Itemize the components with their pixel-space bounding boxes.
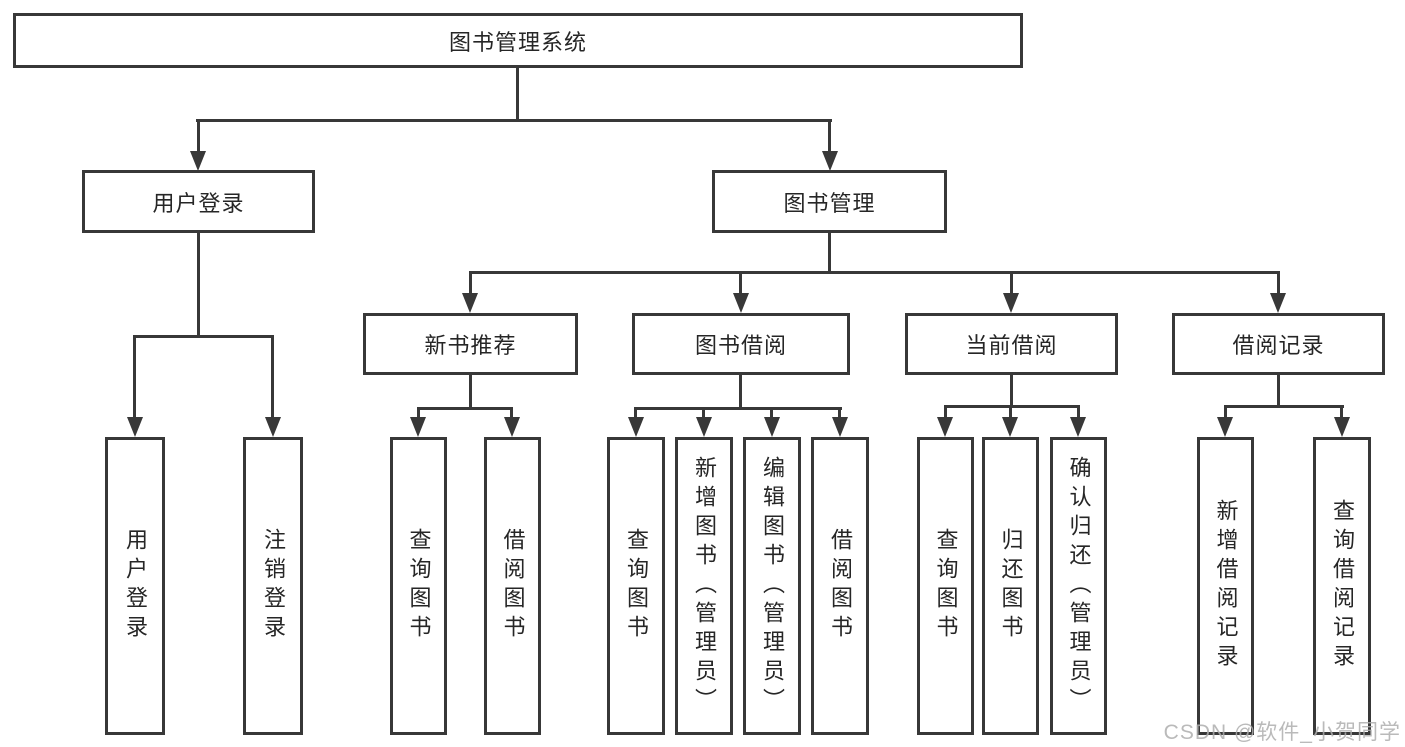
connector-user-login-hbar	[133, 335, 274, 338]
arrowhead-d1	[937, 417, 953, 437]
leaf-query-borrow-record: 查询借阅记录	[1313, 437, 1371, 735]
connector-book-borrow-riser	[739, 372, 742, 410]
leaf-query-book-1-label: 查询图书	[406, 528, 432, 644]
leaf-return-book: 归还图书	[982, 437, 1039, 735]
leaf-borrow-book-1: 借阅图书	[484, 437, 541, 735]
connector-user-login-riser	[197, 230, 200, 338]
node-root-label: 图书管理系统	[448, 29, 587, 55]
leaf-borrow-book-2-label: 借阅图书	[828, 528, 853, 644]
connector-drop-new-book-rec	[469, 271, 472, 297]
arrowhead-c1	[628, 417, 644, 437]
leaf-edit-book-admin: 编辑图书（管理员）	[743, 437, 801, 735]
arrowhead-c4	[832, 417, 848, 437]
arrowhead-c3	[764, 417, 780, 437]
leaf-borrow-book-1-label: 借阅图书	[500, 528, 526, 644]
leaf-user-login-label: 用户登录	[123, 528, 148, 644]
connector-root-riser	[516, 66, 519, 122]
connector-current-borrow-hbar	[944, 405, 1080, 408]
connector-borrow-record-hbar	[1224, 405, 1344, 408]
connector-drop-book-borrow	[739, 271, 742, 297]
connector-drop-user-login	[197, 119, 200, 155]
leaf-edit-book-admin-label: 编辑图书（管理员）	[760, 455, 785, 717]
leaf-query-book-3: 查询图书	[917, 437, 974, 735]
connector-drop-d3	[1077, 405, 1080, 421]
connector-drop-d1	[944, 405, 947, 421]
connector-drop-c3	[770, 407, 773, 421]
arrowhead-c2	[696, 417, 712, 437]
leaf-logout: 注销登录	[243, 437, 303, 735]
connector-drop-d2	[1009, 405, 1012, 421]
leaf-confirm-return-admin-label: 确认归还（管理员）	[1066, 455, 1092, 717]
node-current-borrow-label: 当前借阅	[965, 333, 1058, 358]
connector-book-mgmt-riser	[828, 230, 831, 274]
arrowhead-e2	[1334, 417, 1350, 437]
leaf-add-borrow-record-label: 新增借阅记录	[1213, 499, 1239, 673]
connector-drop-borrow-record	[1277, 271, 1280, 297]
leaf-add-borrow-record: 新增借阅记录	[1197, 437, 1254, 735]
leaf-query-book-1: 查询图书	[390, 437, 447, 735]
connector-new-book-rec-hbar	[417, 407, 513, 410]
node-new-book-rec: 新书推荐	[363, 313, 578, 375]
leaf-confirm-return-admin: 确认归还（管理员）	[1050, 437, 1107, 735]
arrowhead-user-login	[190, 151, 206, 171]
connector-drop-c1	[634, 407, 637, 421]
leaf-user-login: 用户登录	[105, 437, 165, 735]
node-book-mgmt-label: 图书管理	[783, 190, 876, 216]
node-book-borrow-label: 图书借阅	[694, 333, 787, 358]
arrowhead-leaf-login	[127, 417, 143, 437]
leaf-query-book-3-label: 查询图书	[933, 528, 959, 644]
arrowhead-d2	[1002, 417, 1018, 437]
connector-drop-e2	[1340, 405, 1343, 421]
arrowhead-current-borrow	[1003, 293, 1019, 313]
connector-current-borrow-riser	[1010, 372, 1013, 408]
arrowhead-borrow-record	[1270, 293, 1286, 313]
leaf-return-book-label: 归还图书	[998, 528, 1024, 644]
arrowhead-e1	[1217, 417, 1233, 437]
arrowhead-new-book-rec	[462, 293, 478, 313]
node-new-book-rec-label: 新书推荐	[424, 333, 517, 358]
node-current-borrow: 当前借阅	[905, 313, 1118, 375]
connector-drop-b2	[510, 407, 513, 421]
connector-drop-e1	[1224, 405, 1227, 421]
connector-book-mgmt-hbar	[469, 271, 1280, 274]
connector-new-book-rec-riser	[469, 372, 472, 410]
arrowhead-b1	[410, 417, 426, 437]
connector-drop-leaf-logout	[271, 335, 274, 421]
leaf-logout-label: 注销登录	[261, 528, 286, 644]
leaf-borrow-book-2: 借阅图书	[811, 437, 869, 735]
connector-drop-c4	[838, 407, 841, 421]
arrowhead-b2	[504, 417, 520, 437]
node-root: 图书管理系统	[13, 13, 1023, 68]
node-user-login: 用户登录	[82, 170, 315, 233]
arrowhead-d3	[1070, 417, 1086, 437]
connector-root-hbar	[196, 119, 832, 122]
connector-borrow-record-riser	[1277, 372, 1280, 408]
leaf-query-book-2: 查询图书	[607, 437, 665, 735]
node-borrow-record-label: 借阅记录	[1232, 333, 1325, 358]
connector-drop-current-borrow	[1010, 271, 1013, 297]
leaf-add-book-admin: 新增图书（管理员）	[675, 437, 733, 735]
leaf-add-book-admin-label: 新增图书（管理员）	[692, 455, 717, 717]
leaf-query-book-2-label: 查询图书	[624, 528, 649, 644]
node-book-mgmt: 图书管理	[712, 170, 947, 233]
csdn-watermark: CSDN @软件_小贺同学	[1163, 721, 1401, 744]
arrowhead-book-borrow	[733, 293, 749, 313]
arrowhead-book-mgmt	[822, 151, 838, 171]
node-user-login-label: 用户登录	[152, 190, 245, 216]
node-borrow-record: 借阅记录	[1172, 313, 1385, 375]
connector-drop-leaf-login	[133, 335, 136, 421]
arrowhead-leaf-logout	[265, 417, 281, 437]
node-book-borrow: 图书借阅	[632, 313, 850, 375]
connector-drop-c2	[702, 407, 705, 421]
connector-book-borrow-hbar	[634, 407, 842, 410]
connector-drop-book-mgmt	[828, 119, 831, 155]
connector-drop-b1	[417, 407, 420, 421]
leaf-query-borrow-record-label: 查询借阅记录	[1330, 499, 1355, 673]
